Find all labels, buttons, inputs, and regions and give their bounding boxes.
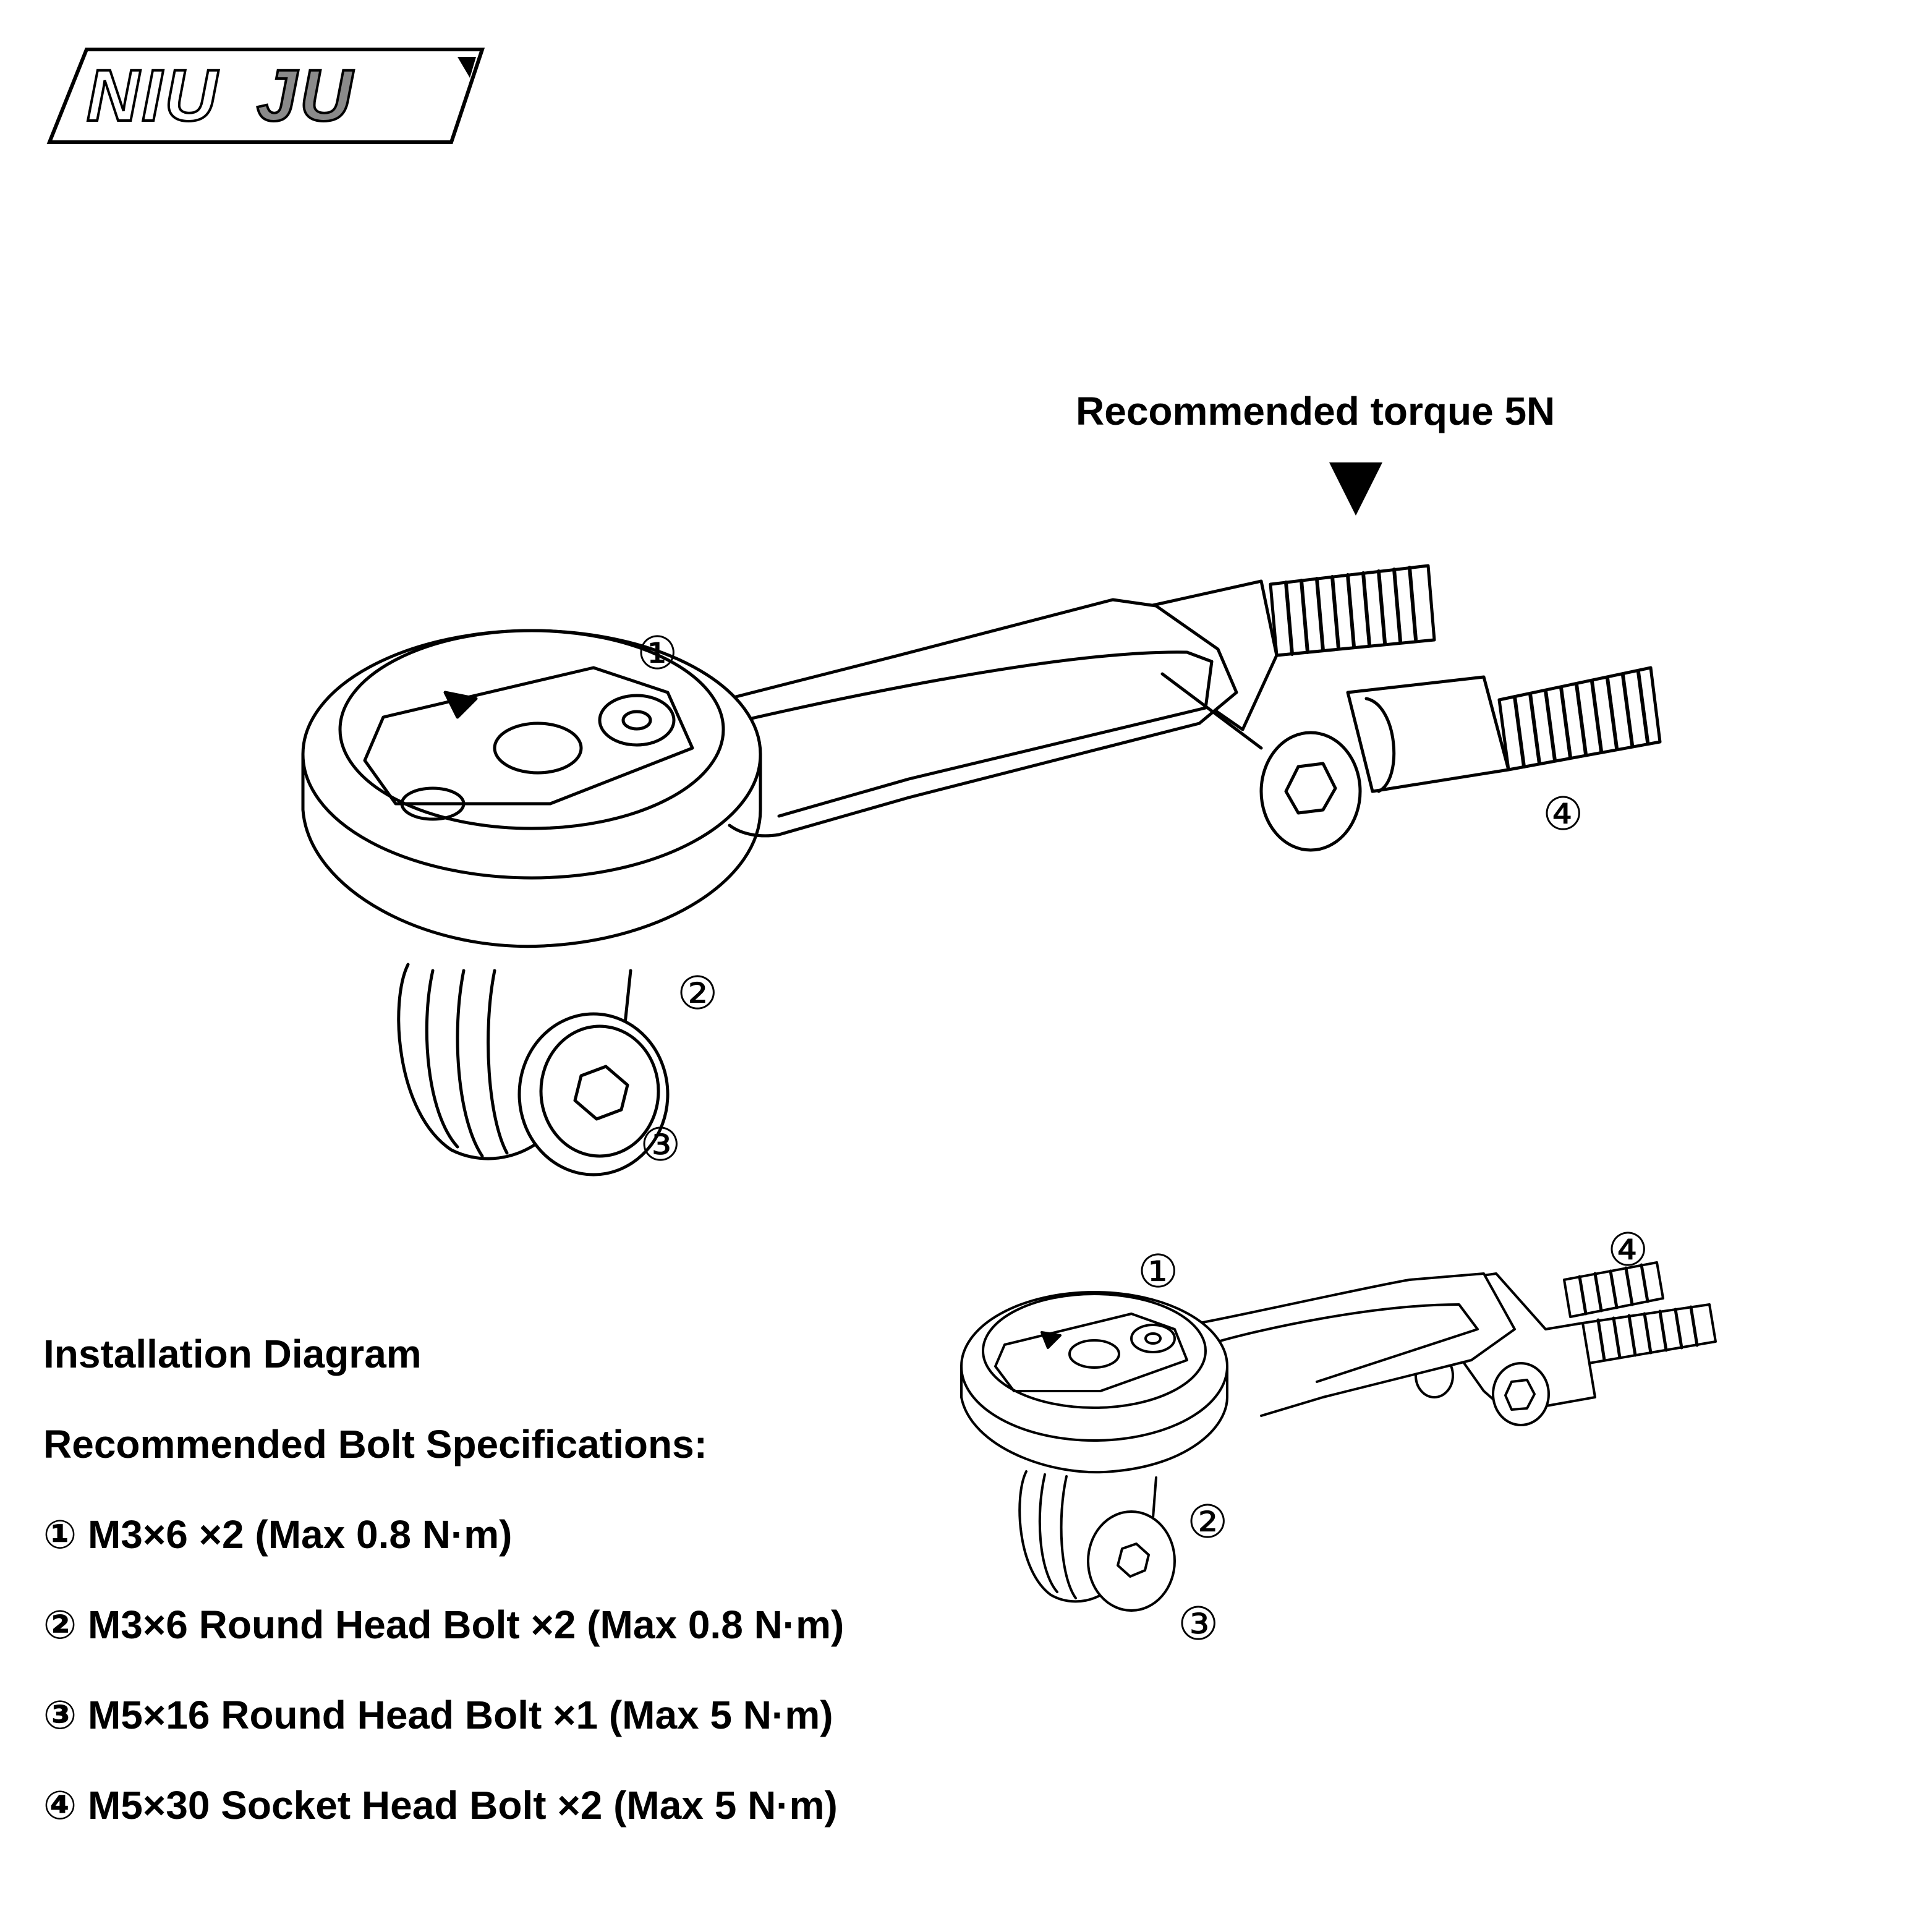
small-callout-3: ③	[1178, 1598, 1219, 1649]
spec-item-4: ④ M5×30 Socket Head Bolt ×2 (Max 5 N·m)	[43, 1783, 838, 1828]
main-mount-drawing	[272, 544, 1669, 1212]
small-mount-drawing	[940, 1212, 1756, 1657]
spec-item-1: ① M3×6 ×2 (Max 0.8 N·m)	[43, 1512, 513, 1557]
lower-bolt-thread	[1497, 666, 1662, 772]
callout-1: ①	[637, 628, 678, 679]
socket-bolt-4	[1259, 731, 1362, 852]
spec-title: Installation Diagram	[43, 1332, 422, 1376]
callout-3: ③	[640, 1119, 681, 1170]
adapter-mount	[397, 963, 670, 1177]
small-callout-2: ②	[1187, 1496, 1228, 1547]
callout-4: ④	[1543, 788, 1584, 840]
mount-arm	[678, 598, 1263, 838]
small-callout-1: ①	[1138, 1246, 1179, 1297]
arrow-down-icon	[1329, 462, 1382, 516]
svg-text:JU: JU	[257, 55, 355, 137]
spec-item-2: ② M3×6 Round Head Bolt ×2 (Max 0.8 N·m)	[43, 1602, 845, 1647]
brand-logo-graphic: NIU JU	[46, 48, 485, 144]
callout-2: ②	[677, 968, 718, 1019]
brand-logo: NIU JU	[43, 43, 488, 148]
spec-list: Installation Diagram Recommended Bolt Sp…	[43, 1329, 1008, 1871]
spec-subtitle: Recommended Bolt Specifications:	[43, 1422, 707, 1466]
torque-label: Recommended torque 5N	[1076, 389, 1555, 433]
upper-bolt-thread	[1269, 564, 1436, 657]
small-callout-4: ④	[1607, 1224, 1649, 1275]
svg-text:NIU: NIU	[87, 55, 219, 137]
computer-mount-head	[301, 629, 762, 948]
spec-item-3: ③ M5×16 Round Head Bolt ×1 (Max 5 N·m)	[43, 1693, 833, 1737]
